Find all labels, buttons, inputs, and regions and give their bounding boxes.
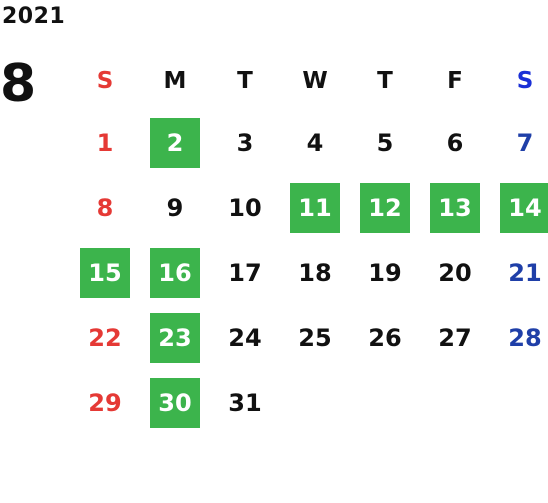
day-cell <box>350 370 420 435</box>
day-number[interactable]: 20 <box>438 258 472 287</box>
day-number[interactable]: 16 <box>150 247 200 298</box>
day-cell: 12 <box>350 175 420 240</box>
day-number[interactable]: 21 <box>508 258 542 287</box>
day-cell: 5 <box>350 110 420 175</box>
calendar-month: 8 <box>0 54 37 114</box>
day-number[interactable]: 11 <box>290 182 340 233</box>
day-number[interactable]: 19 <box>368 258 402 287</box>
day-cell: 4 <box>280 110 350 175</box>
day-number[interactable]: 14 <box>500 182 548 233</box>
day-cell: 28 <box>490 305 548 370</box>
day-number[interactable]: 29 <box>88 388 122 417</box>
day-cell: 29 <box>70 370 140 435</box>
day-number[interactable]: 1 <box>96 128 114 157</box>
day-cell: 24 <box>210 305 280 370</box>
day-cell: 3 <box>210 110 280 175</box>
day-number[interactable]: 10 <box>228 193 262 222</box>
day-cell: 10 <box>210 175 280 240</box>
day-cell: 2 <box>140 110 210 175</box>
day-number[interactable]: 18 <box>298 258 332 287</box>
day-number[interactable]: 15 <box>80 247 130 298</box>
calendar-year: 2021 <box>2 4 66 29</box>
day-cell: 23 <box>140 305 210 370</box>
day-number[interactable]: 7 <box>516 128 534 157</box>
day-cell: 19 <box>350 240 420 305</box>
day-number[interactable]: 23 <box>150 312 200 363</box>
weekday-tuesday: T <box>237 68 253 94</box>
day-number <box>500 378 548 428</box>
day-number[interactable]: 9 <box>166 193 184 222</box>
calendar-grid: S M T W T F S 1 2 3 4 5 6 7 8 9 10 11 12… <box>70 52 548 435</box>
day-number[interactable]: 12 <box>360 182 410 233</box>
day-number[interactable]: 22 <box>88 323 122 352</box>
day-cell: 14 <box>490 175 548 240</box>
day-cell: 17 <box>210 240 280 305</box>
day-cell: 8 <box>70 175 140 240</box>
weekday-thursday: T <box>377 68 393 94</box>
day-number <box>360 378 410 428</box>
day-number[interactable]: 6 <box>446 128 464 157</box>
day-cell: 1 <box>70 110 140 175</box>
day-number <box>290 378 340 428</box>
day-cell: 18 <box>280 240 350 305</box>
day-number[interactable]: 8 <box>96 193 114 222</box>
day-number[interactable]: 17 <box>228 258 262 287</box>
day-cell: 30 <box>140 370 210 435</box>
day-cell: 31 <box>210 370 280 435</box>
day-cell: 15 <box>70 240 140 305</box>
weekday-wednesday: W <box>302 68 328 94</box>
day-cell: 13 <box>420 175 490 240</box>
day-number[interactable]: 25 <box>298 323 332 352</box>
day-number[interactable]: 24 <box>228 323 262 352</box>
day-cell: 16 <box>140 240 210 305</box>
day-cell: 27 <box>420 305 490 370</box>
day-cell: 25 <box>280 305 350 370</box>
weekday-sunday: S <box>96 68 114 94</box>
day-number[interactable]: 4 <box>306 128 324 157</box>
day-cell: 7 <box>490 110 548 175</box>
day-cell: 20 <box>420 240 490 305</box>
day-number[interactable]: 26 <box>368 323 402 352</box>
day-cell <box>280 370 350 435</box>
day-number[interactable]: 13 <box>430 182 480 233</box>
weekday-saturday: S <box>516 68 534 94</box>
day-number[interactable]: 3 <box>236 128 254 157</box>
day-number[interactable]: 30 <box>150 377 200 428</box>
day-number[interactable]: 27 <box>438 323 472 352</box>
day-number[interactable]: 28 <box>508 323 542 352</box>
day-cell: 9 <box>140 175 210 240</box>
day-cell: 26 <box>350 305 420 370</box>
day-cell: 6 <box>420 110 490 175</box>
weekday-friday: F <box>447 68 463 94</box>
day-cell: 21 <box>490 240 548 305</box>
day-cell <box>490 370 548 435</box>
day-number[interactable]: 31 <box>228 388 262 417</box>
day-number[interactable]: 2 <box>150 117 200 168</box>
day-number <box>430 378 480 428</box>
day-cell: 22 <box>70 305 140 370</box>
weekday-monday: M <box>163 68 187 94</box>
day-cell: 11 <box>280 175 350 240</box>
day-number[interactable]: 5 <box>376 128 394 157</box>
day-cell <box>420 370 490 435</box>
